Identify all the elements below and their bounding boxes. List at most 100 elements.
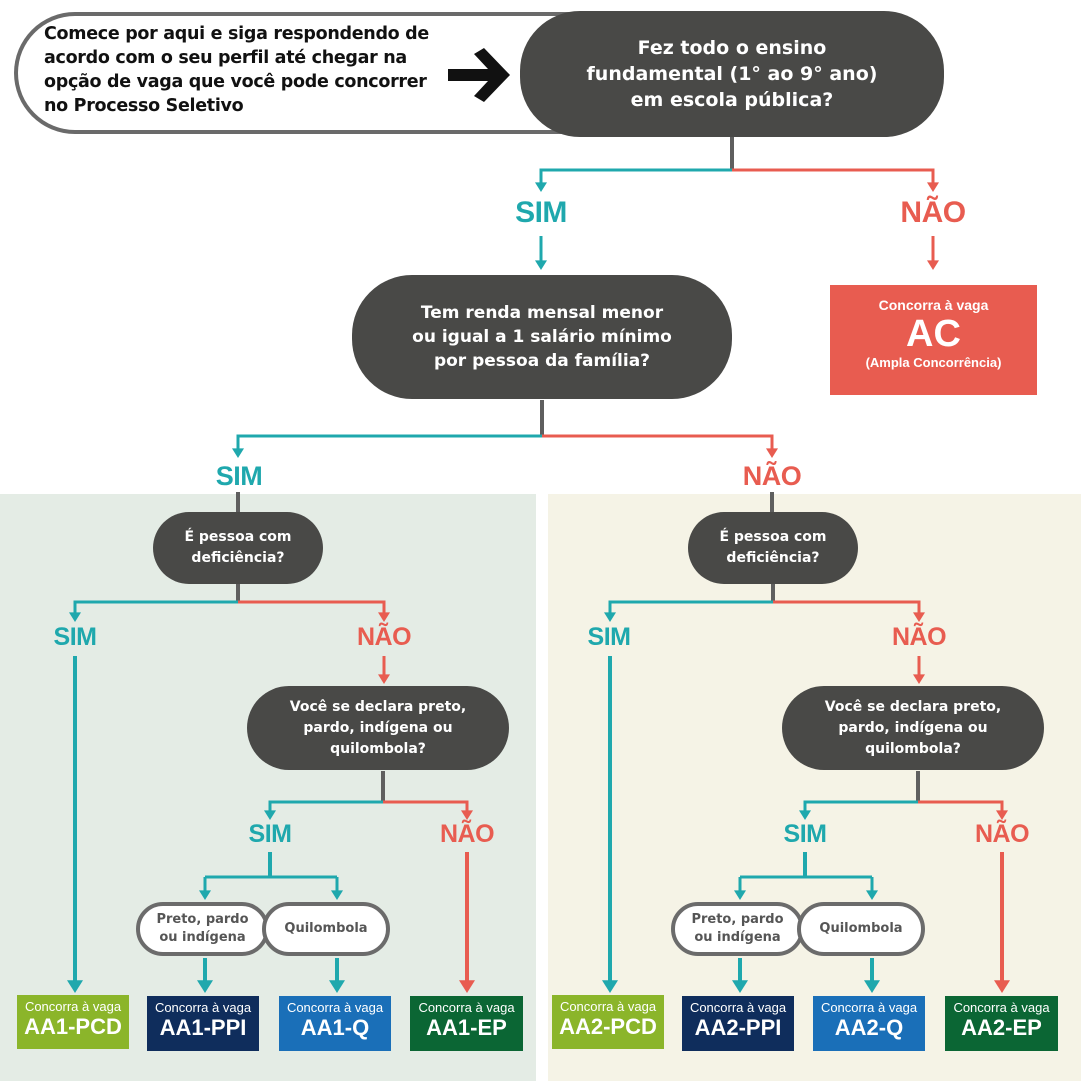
arrowhead-icon — [378, 612, 390, 622]
arrowhead-icon — [996, 810, 1008, 820]
result-code: AA1-EP — [426, 1015, 507, 1040]
opt-ppi-line: Preto, pardo — [156, 912, 249, 927]
arrowhead-icon — [913, 612, 925, 622]
q2-nao-label: NÃO — [742, 461, 802, 491]
nao-connector — [773, 600, 921, 614]
question-deficiencia: É pessoa com deficiência? — [688, 512, 858, 584]
result-aa2-q: Concorra à vaga AA2-Q — [813, 996, 925, 1051]
result-aa2-ppi: Concorra à vaga AA2-PPI — [682, 996, 794, 1051]
result-code: AA1-PCD — [24, 1014, 122, 1039]
race-q-line: pardo, indígena ou — [838, 719, 988, 736]
opt-ppi-line: ou indígena — [159, 930, 246, 945]
arrowhead-icon — [535, 260, 547, 270]
arrowhead-icon — [461, 810, 473, 820]
opt-q-label: Quilombola — [284, 921, 368, 936]
result-sub: Concorra à vaga — [820, 1000, 918, 1015]
question-raca: Você se declara preto, pardo, indígena ou… — [247, 686, 509, 770]
pcd-sim-label: SIM — [53, 623, 97, 651]
question-renda: Tem renda mensal menor ou igual a 1 salá… — [352, 275, 732, 399]
sim-connector — [268, 800, 383, 812]
arrowhead-icon — [264, 810, 276, 820]
arrowhead-icon — [732, 980, 748, 993]
pcd-nao-label: NÃO — [356, 623, 412, 651]
q1-line: fundamental (1° ao 9° ano) — [586, 63, 878, 85]
opt-ppi-line: Preto, pardo — [691, 912, 784, 927]
q2-sim-label: SIM — [215, 461, 263, 491]
nao-connector — [732, 168, 935, 184]
arrow-right-icon — [448, 48, 512, 102]
pcd-q-line: deficiência? — [726, 550, 820, 566]
opt-ppi-line: ou indígena — [694, 930, 781, 945]
result-sub: Concorra à vaga — [24, 999, 122, 1014]
arrowhead-icon — [734, 890, 746, 900]
race-nao-label: NÃO — [974, 820, 1030, 848]
result-aa1-ep: Concorra à vaga AA1-EP — [410, 996, 523, 1051]
q2-line: Tem renda mensal menor — [420, 303, 664, 323]
result-ac-desc: (Ampla Concorrência) — [865, 355, 1002, 370]
q1-line: em escola pública? — [630, 89, 834, 111]
result-sub: Concorra à vaga — [953, 1000, 1050, 1015]
arrowhead-icon — [604, 612, 616, 622]
arrowhead-icon — [994, 980, 1010, 993]
result-ac: Concorra à vaga AC (Ampla Concorrência) — [830, 285, 1037, 395]
result-ac-code: AC — [906, 313, 961, 355]
arrowhead-icon — [927, 260, 939, 270]
panel-aa2 — [548, 494, 1081, 1081]
sim-connector — [539, 168, 732, 184]
race-nao-label: NÃO — [439, 820, 495, 848]
arrowhead-icon — [602, 980, 618, 993]
question-deficiencia: É pessoa com deficiência? — [153, 512, 323, 584]
result-code: AA1-Q — [300, 1015, 370, 1040]
race-sim-label: SIM — [248, 820, 292, 848]
race-sim-label: SIM — [783, 820, 827, 848]
pcd-q-line: deficiência? — [191, 550, 285, 566]
arrowhead-icon — [69, 612, 81, 622]
sim-connector — [236, 434, 542, 450]
result-aa1-ppi: Concorra à vaga AA1-PPI — [147, 996, 259, 1051]
race-q-line: quilombola? — [330, 740, 426, 757]
pcd-sim-label: SIM — [587, 623, 631, 651]
nao-connector — [542, 434, 774, 450]
race-q-line: Você se declara preto, — [289, 698, 467, 715]
opt-q-label: Quilombola — [819, 921, 903, 936]
nao-connector — [918, 800, 1004, 812]
result-sub: Concorra à vaga — [418, 1000, 515, 1015]
arrowhead-icon — [766, 448, 778, 458]
result-code: AA1-PPI — [159, 1015, 247, 1040]
arrowhead-icon — [866, 890, 878, 900]
arrowhead-icon — [459, 980, 475, 993]
result-aa2-pcd: Concorra à vaga AA2-PCD — [552, 995, 664, 1049]
arrowhead-icon — [927, 182, 939, 192]
option-quilombola: Quilombola — [797, 902, 925, 956]
nao-connector — [383, 800, 469, 812]
arrowhead-icon — [199, 890, 211, 900]
pcd-nao-label: NÃO — [891, 623, 947, 651]
result-sub: Concorra à vaga — [559, 999, 657, 1014]
race-q-line: pardo, indígena ou — [303, 719, 453, 736]
pcd-q-line: É pessoa com — [719, 529, 827, 545]
arrowhead-icon — [67, 980, 83, 993]
arrowhead-icon — [331, 890, 343, 900]
arrowhead-icon — [378, 674, 390, 684]
sim-connector — [608, 600, 773, 614]
q2-line: por pessoa da família? — [433, 351, 651, 371]
arrowhead-icon — [799, 810, 811, 820]
pcd-q-line: É pessoa com — [184, 529, 292, 545]
sim-connector — [73, 600, 238, 614]
q1-sim-label: SIM — [515, 196, 567, 229]
result-aa1-pcd: Concorra à vaga AA1-PCD — [17, 995, 129, 1049]
arrowhead-icon — [535, 182, 547, 192]
arrowhead-icon — [329, 980, 345, 993]
arrowhead-icon — [197, 980, 213, 993]
result-sub: Concorra à vaga — [286, 1000, 384, 1015]
question-escola-publica: Fez todo o ensino fundamental (1° ao 9° … — [520, 11, 944, 137]
result-ac-sub: Concorra à vaga — [878, 297, 989, 313]
arrowhead-icon — [232, 448, 244, 458]
result-code: AA2-Q — [834, 1015, 904, 1040]
result-code: AA2-PPI — [694, 1015, 782, 1040]
result-sub: Concorra à vaga — [154, 1000, 252, 1015]
intro-text: Comece por aqui e siga respondendo de ac… — [44, 24, 429, 116]
option-ppi: Preto, pardo ou indígena — [136, 902, 269, 956]
arrowhead-icon — [864, 980, 880, 993]
question-raca: Você se declara preto,pardo, indígena ou… — [782, 686, 1044, 770]
